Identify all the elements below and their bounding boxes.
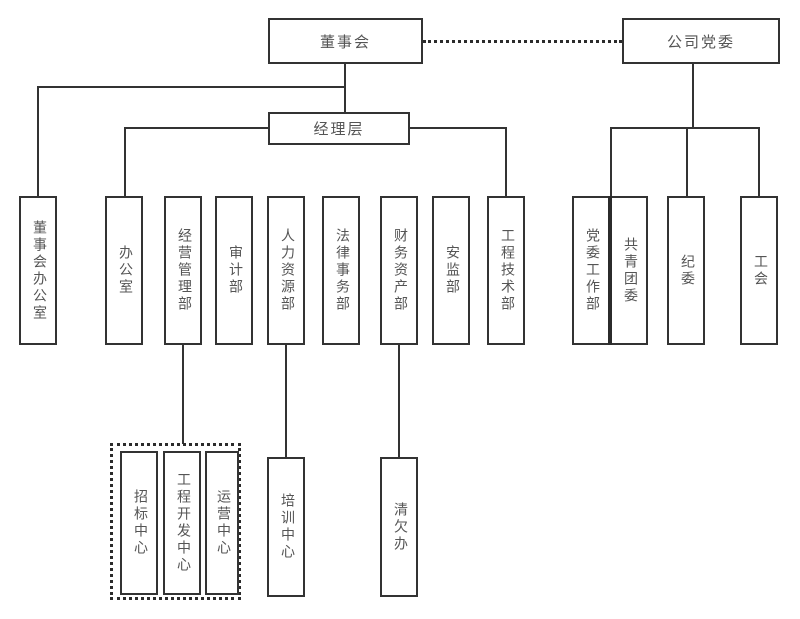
connector-board-to-office-horizontal <box>37 86 345 88</box>
connector-union-drop <box>758 127 760 196</box>
connector-board-to-party-dotted <box>423 40 622 43</box>
node-department-finance-assets[interactable]: 财务资产部 <box>380 196 418 345</box>
node-department-business-management[interactable]: 经营管理部 <box>164 196 202 345</box>
connector-finance-to-debt-office <box>398 345 400 457</box>
node-management[interactable]: 经理层 <box>268 112 410 145</box>
node-training-center[interactable]: 培训中心 <box>267 457 305 597</box>
node-department-safety-supervision-label: 安监部 <box>444 245 459 296</box>
connector-management-left-arm <box>124 127 269 129</box>
node-youth-league-committee[interactable]: 共青团委 <box>612 198 646 343</box>
node-department-audit[interactable]: 审计部 <box>215 196 253 345</box>
node-management-label: 经理层 <box>313 122 365 138</box>
connector-business-management-to-centers <box>182 345 184 444</box>
connector-management-right-arm <box>409 127 507 129</box>
node-training-center-label: 培训中心 <box>279 493 294 561</box>
node-department-office[interactable]: 办公室 <box>105 196 143 345</box>
node-operations-center-label: 运营中心 <box>215 489 230 557</box>
connector-board-stem <box>344 64 346 112</box>
node-bidding-center-label: 招标中心 <box>132 489 147 557</box>
node-party-work-and-youth-league-group: 党委工作部 共青团委 <box>572 196 648 345</box>
node-debt-clearing-office[interactable]: 清欠办 <box>380 457 418 597</box>
node-discipline-inspection-committee[interactable]: 纪委 <box>667 196 705 345</box>
connector-party-work-drop <box>610 127 612 196</box>
party-group-divider <box>608 196 612 345</box>
node-department-safety-supervision[interactable]: 安监部 <box>432 196 470 345</box>
connector-hr-to-training-center <box>285 345 287 457</box>
node-department-legal-affairs-label: 法律事务部 <box>334 228 349 313</box>
node-board-office[interactable]: 董事会办公室 <box>19 196 57 345</box>
connector-office-drop <box>124 127 126 196</box>
connector-party-bus <box>610 127 760 129</box>
centers-group-container <box>110 443 241 600</box>
node-department-office-label: 办公室 <box>117 245 132 296</box>
node-party-work-department[interactable]: 党委工作部 <box>574 198 608 343</box>
node-debt-clearing-office-label: 清欠办 <box>392 501 407 553</box>
node-party-committee-label: 公司党委 <box>666 34 735 51</box>
node-board-label: 董事会 <box>319 34 371 51</box>
node-board[interactable]: 董事会 <box>268 18 423 64</box>
node-department-human-resources[interactable]: 人力资源部 <box>267 196 305 345</box>
connector-discipline-drop <box>686 127 688 196</box>
node-department-engineering-technology-label: 工程技术部 <box>499 228 514 313</box>
node-party-committee[interactable]: 公司党委 <box>622 18 780 64</box>
node-youth-league-committee-label: 共青团委 <box>622 236 637 305</box>
node-department-engineering-technology[interactable]: 工程技术部 <box>487 196 525 345</box>
node-department-legal-affairs[interactable]: 法律事务部 <box>322 196 360 345</box>
node-board-office-label: 董事会办公室 <box>31 219 46 322</box>
node-bidding-center[interactable]: 招标中心 <box>120 451 158 595</box>
node-party-work-department-label: 党委工作部 <box>584 228 599 313</box>
node-engineering-development-center[interactable]: 工程开发中心 <box>163 451 201 595</box>
node-discipline-inspection-committee-label: 纪委 <box>679 253 694 288</box>
node-department-human-resources-label: 人力资源部 <box>279 228 294 313</box>
node-department-audit-label: 审计部 <box>227 245 242 296</box>
connector-engineering-drop <box>505 127 507 196</box>
node-department-business-management-label: 经营管理部 <box>176 228 191 313</box>
node-labor-union-label: 工会 <box>752 253 767 288</box>
connector-party-stem <box>692 64 694 128</box>
connector-board-office-drop <box>37 86 39 196</box>
node-operations-center[interactable]: 运营中心 <box>205 451 239 595</box>
node-engineering-development-center-label: 工程开发中心 <box>175 472 190 574</box>
node-department-finance-assets-label: 财务资产部 <box>392 228 407 313</box>
node-labor-union[interactable]: 工会 <box>740 196 778 345</box>
